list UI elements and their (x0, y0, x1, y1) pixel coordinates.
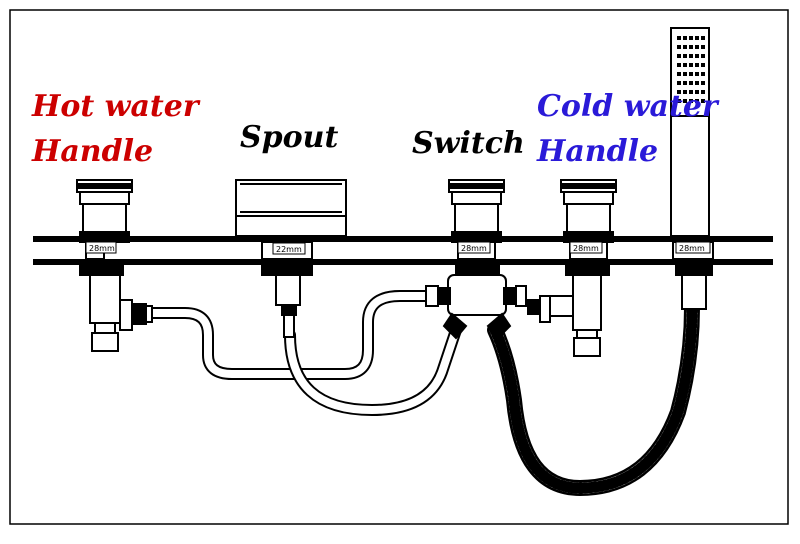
shower-nozzle (683, 45, 687, 49)
shower-nozzle (677, 63, 681, 67)
hot-water-valve-assembly (76, 179, 153, 352)
hot-water-label-line1: Hot water (32, 89, 199, 124)
shower-nozzle (701, 90, 705, 94)
shower-nozzle (689, 45, 693, 49)
shower-nozzle (689, 54, 693, 58)
size-tag-cold: 28mm (573, 244, 599, 253)
size-tag-hot: 28mm (89, 244, 115, 253)
shower-nozzle (701, 45, 705, 49)
shower-nozzle (695, 90, 699, 94)
shower-nozzle (689, 90, 693, 94)
shower-nozzle (677, 45, 681, 49)
shower-nozzle (677, 54, 681, 58)
shower-nozzle (701, 72, 705, 76)
size-tag-switch: 28mm (461, 244, 487, 253)
shower-nozzle (677, 99, 681, 103)
cold-water-label-line1: Cold water (537, 89, 718, 124)
shower-nozzle (695, 81, 699, 85)
shower-nozzle-grid (677, 36, 705, 103)
shower-nozzle (695, 54, 699, 58)
hand-shower-assembly (670, 27, 714, 310)
diagram-frame (9, 9, 789, 525)
shower-nozzle (683, 36, 687, 40)
shower-nozzle (683, 54, 687, 58)
shower-nozzle (677, 90, 681, 94)
cold-water-valve-assembly (527, 179, 617, 357)
shower-nozzle (689, 36, 693, 40)
shower-nozzle (689, 72, 693, 76)
shower-nozzle (701, 81, 705, 85)
shower-nozzle (677, 81, 681, 85)
shower-nozzle (701, 36, 705, 40)
shower-nozzle (677, 72, 681, 76)
shower-nozzle (683, 81, 687, 85)
shower-nozzle (683, 90, 687, 94)
shower-nozzle (695, 36, 699, 40)
shower-nozzle (677, 36, 681, 40)
shower-nozzle (689, 99, 693, 103)
spout-assembly (235, 179, 347, 338)
spout-label: Spout (240, 120, 339, 155)
shower-nozzle (701, 99, 705, 103)
shower-nozzle (695, 45, 699, 49)
shower-nozzle (701, 54, 705, 58)
hoses (144, 290, 700, 496)
shower-nozzle (695, 63, 699, 67)
shower-nozzle (695, 99, 699, 103)
shower-nozzle (689, 63, 693, 67)
shower-nozzle (683, 99, 687, 103)
hot-water-label-line2: Handle (32, 134, 154, 169)
shower-nozzle (701, 63, 705, 67)
shower-nozzle (689, 81, 693, 85)
size-tag-spout: 22mm (276, 245, 302, 254)
shower-nozzle (683, 72, 687, 76)
switch-label: Switch (412, 126, 525, 161)
shower-nozzle (683, 63, 687, 67)
deck-lines (33, 236, 773, 265)
size-tag-shower: 28mm (679, 244, 705, 253)
cold-water-label-line2: Handle (537, 134, 659, 169)
switch-assembly (425, 179, 527, 340)
size-tags: 28mm 22mm 28mm 28mm 28mm (85, 241, 711, 255)
shower-nozzle (695, 72, 699, 76)
